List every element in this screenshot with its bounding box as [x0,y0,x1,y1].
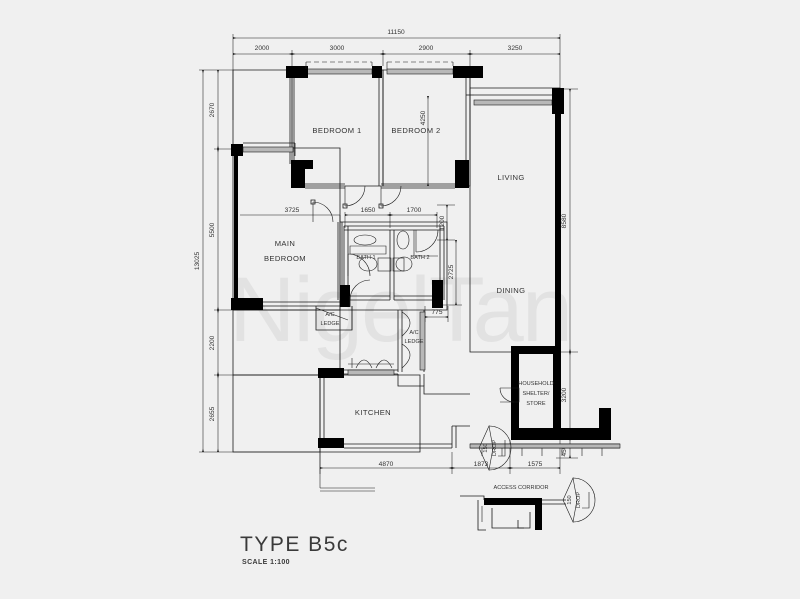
label-ac-ledge-1-l2: LEDGE [321,321,340,327]
plan-type-title: TYPE B5c [240,533,349,556]
door-bedroom-2 [378,185,402,209]
window-bedroom-2 [386,68,454,75]
window-living [473,99,553,106]
wall-lower-corridor-pier [535,498,542,530]
drop-marker-2 [562,477,596,523]
window-main-bedroom [242,146,294,153]
basin-bath-2 [396,230,410,250]
window-ac-ledge [419,311,426,371]
wall-living-pier [552,88,564,114]
label-bath-2: BATH 2 [410,255,429,261]
wall-lower-corridor [484,498,542,505]
dim-top-overall: 11150 [387,29,405,36]
label-bedroom-1: BEDROOM 1 [312,126,361,135]
window-bedroom-1 [305,68,373,75]
cistern-bath-1 [377,257,392,272]
wall-corridor-slab [511,428,611,440]
door-bath-1 [347,253,371,277]
label-shelter-l1: HOUSEHOLD [518,381,553,387]
dim-bath-depth: 2725 [448,264,455,279]
walls [231,61,621,531]
dim-living-offset: 1200 [439,215,446,230]
dimension-top-overall: 11150 [232,29,561,88]
dim-right-seg-2: 450 [561,445,568,456]
dim-left-seg-0: 2670 [209,102,216,117]
dim-bath2-width: 1700 [407,207,422,214]
door-main-bedroom [310,199,334,223]
label-ac-ledge-1-l1: A/C [325,312,334,318]
wall-mb-bottom-pier [231,298,263,310]
dim-right-seg-1: 3200 [561,387,568,402]
dim-top-seg-2: 2900 [419,45,434,52]
dim-left-seg-3: 2655 [209,406,216,421]
label-shelter-l2: SHELTER/ [523,391,550,397]
wall-bedroom2-pier [455,160,469,188]
drop-1-value: 150 [483,443,489,452]
label-living: LIVING [497,173,524,182]
cistern-bath-2 [392,257,405,272]
label-bedroom-2: BEDROOM 2 [391,126,440,135]
dim-bedroom2-depth: 4250 [420,110,427,125]
label-ac-ledge-2-l1: A/C [409,330,418,336]
dim-bottom-seg-2: 1575 [528,461,543,468]
label-bath-1: BATH 1 [356,255,375,261]
label-main-bedroom-l2: BEDROOM [264,254,306,263]
door-bath-1-outer [349,279,371,307]
kitchen-counter [347,369,395,376]
wall-right-boundary [555,110,561,355]
dim-left-seg-1: 5500 [209,222,216,237]
dim-bottom-seg-1: 1873 [474,461,489,468]
label-dining: DINING [497,286,526,295]
wall-mb-left [234,152,238,300]
drop-2-label: DROP [576,492,582,508]
wall-corridor-pier [599,408,611,440]
wall-kitchen-top-pier [318,368,344,378]
dim-bath1-width: 1650 [361,207,376,214]
dim-bottom-seg-0: 4870 [379,461,394,468]
dimension-interior: 3725 1650 1700 1200 4250 2725 [240,96,462,322]
door-bath-2 [415,229,439,253]
wall-bedroom1-pier [291,160,305,188]
plan-scale: SCALE 1:100 [242,559,290,566]
dim-top-seg-0: 2000 [255,45,270,52]
dim-top-seg-3: 3250 [508,45,523,52]
wall-bath1-pier [340,285,350,307]
drop-marker-1 [478,425,512,471]
title-block: TYPE B5c SCALE 1:100 [240,533,349,566]
wall-bath2-pier [432,280,443,308]
dim-main-bedroom-width: 3725 [285,207,300,214]
dim-ac-ledge-width: 775 [431,309,442,316]
label-shelter-l3: STORE [526,401,545,407]
dimension-top-segments: 2000 3000 2900 3250 [233,45,560,72]
basin-bath-1 [353,234,377,246]
dim-left-overall: 13025 [194,252,201,271]
label-ac-ledge-2-l2: LEDGE [405,339,424,345]
dim-left-seg-2: 2200 [209,335,216,350]
room-labels: BEDROOM 1 BEDROOM 2 MAIN BEDROOM LIVING … [264,126,554,491]
drop-1-label: DROP [492,440,498,456]
wall-kitchen-bottom-pier [318,438,344,448]
drop-2-value: 150 [567,495,573,504]
dim-right-seg-0: 8580 [561,213,568,228]
wc-bath-1 [358,256,378,272]
drop-annotations: 150 DROP 150 DROP [483,440,582,508]
label-main-bedroom-l1: MAIN [275,239,296,248]
label-kitchen: KITCHEN [355,408,391,417]
dim-top-seg-1: 3000 [330,45,345,52]
label-access-corridor: ACCESS CORRIDOR [493,485,548,491]
door-bedroom-1 [342,185,366,209]
